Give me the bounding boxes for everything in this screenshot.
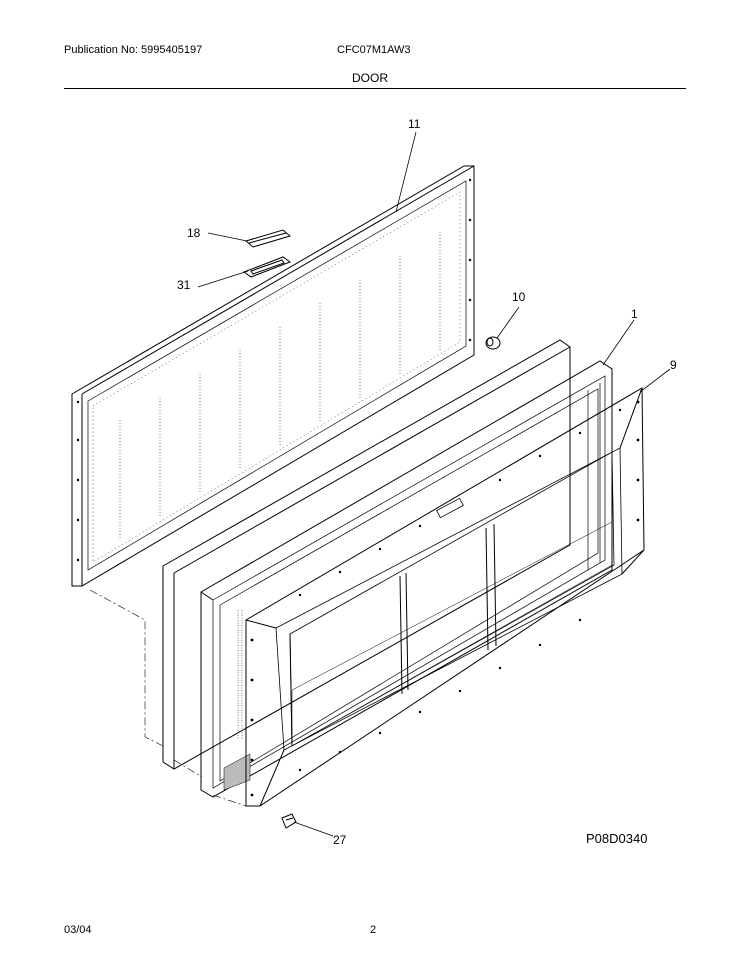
door-handle (244, 229, 292, 248)
callout-27: 27 (333, 833, 347, 847)
screw-part (281, 813, 297, 829)
assembly-lines (89, 589, 247, 807)
callout-9: 9 (670, 358, 677, 372)
inner-door-liner (245, 387, 645, 807)
callout-1: 1 (631, 307, 638, 321)
publication-number: Publication No: 5995405197 (64, 44, 203, 56)
section-title: DOOR (352, 71, 388, 85)
handle-gasket (242, 256, 292, 278)
page-number: 2 (370, 924, 377, 936)
outer-door-panel (71, 165, 475, 587)
callout-31: 31 (177, 278, 191, 292)
model-number: CFC07M1AW3 (337, 44, 411, 56)
figure-code: P08D0340 (586, 831, 648, 846)
header-rule (64, 88, 686, 89)
callout-11: 11 (408, 117, 421, 131)
callout-10: 10 (512, 290, 526, 304)
footer-date: 03/04 (64, 924, 92, 936)
plug-part (485, 336, 501, 350)
leader-lines (197, 131, 671, 837)
callout-18: 18 (187, 226, 201, 240)
foam-liner-block (162, 339, 571, 770)
